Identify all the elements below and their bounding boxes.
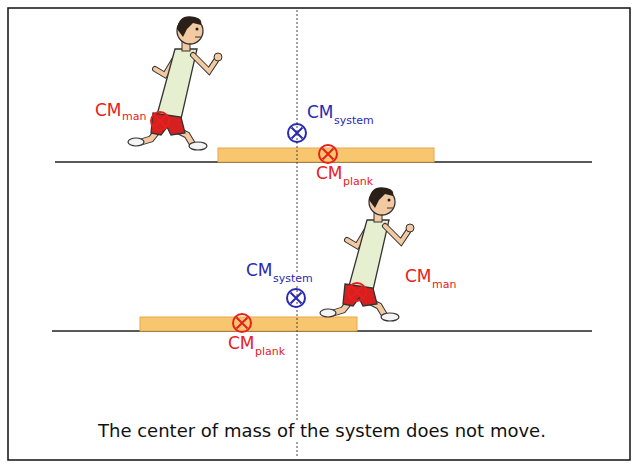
cm-subscript: man — [432, 279, 456, 290]
cm-marker — [287, 289, 305, 307]
cm-marker — [319, 145, 337, 163]
cm-subscript: plank — [343, 176, 373, 187]
man-figure — [320, 187, 414, 321]
cm-subscript: plank — [255, 346, 285, 357]
cm-label: CM — [405, 268, 432, 285]
cm-marker — [288, 124, 306, 142]
cm-label: CM — [246, 262, 273, 279]
cm-marker — [233, 314, 251, 332]
cm-subscript: man — [122, 111, 146, 122]
cm-label: CM — [307, 104, 334, 121]
man-figure — [128, 16, 222, 150]
cm-marker — [151, 112, 169, 130]
caption: The center of mass of the system does no… — [95, 420, 549, 442]
cm-label: CM — [316, 165, 343, 182]
slide-frame — [8, 8, 630, 460]
cm-subscript: system — [273, 273, 313, 284]
cm-label: CM — [228, 335, 255, 352]
cm-subscript: system — [334, 115, 374, 126]
cm-marker — [348, 283, 366, 301]
cm-label: CM — [95, 102, 122, 119]
reference-line — [297, 10, 298, 456]
